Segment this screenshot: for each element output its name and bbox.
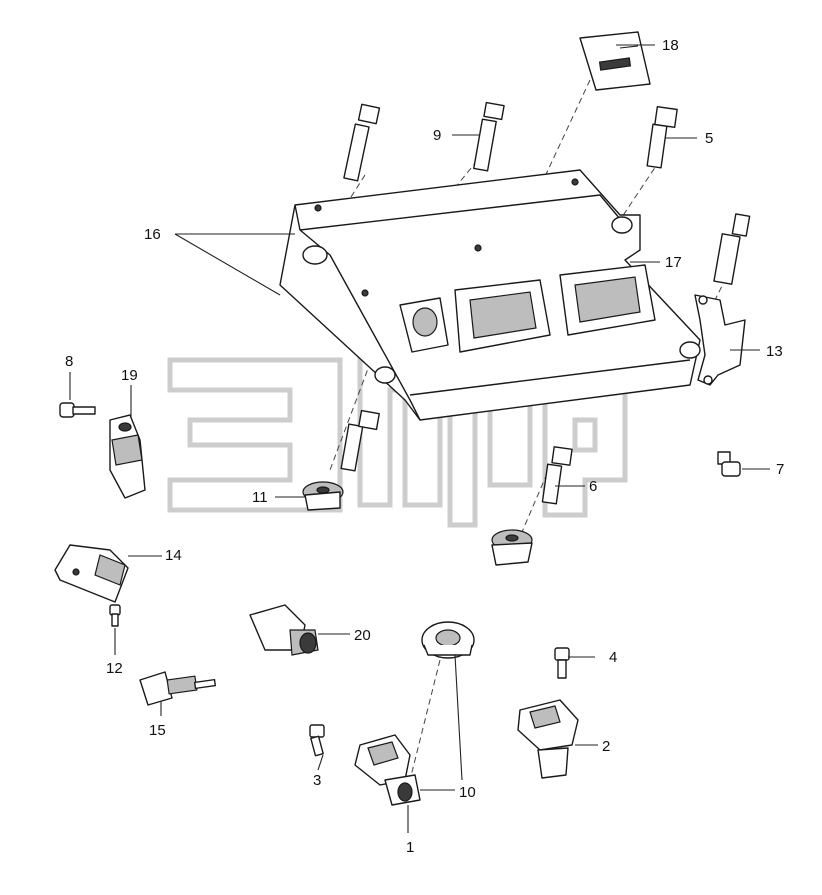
callout-4: 4 [609, 649, 617, 666]
callout-16: 16 [144, 226, 161, 243]
callout-12: 12 [106, 660, 123, 677]
callout-11: 11 [252, 489, 268, 506]
part-2-sensor [517, 699, 579, 779]
part-6-grommet [491, 529, 533, 566]
part-9-bolt [473, 101, 505, 172]
callout-5: 5 [705, 130, 713, 147]
part-11-bolt [340, 409, 380, 472]
part-18-label-plate [579, 31, 651, 91]
callout-6: 6 [589, 478, 597, 495]
callout-17: 17 [665, 254, 682, 271]
leader-lines [69, 44, 770, 833]
callout-19: 19 [121, 367, 138, 384]
callout-10: 10 [459, 784, 476, 801]
part-20-sensor [249, 604, 319, 656]
part-19-sensor [109, 414, 146, 499]
part-3-screw [309, 724, 325, 757]
part-4-screw [554, 647, 570, 679]
part-17-connector-sockets [399, 264, 656, 353]
callout-14: 14 [165, 547, 182, 564]
callout-15: 15 [149, 722, 166, 739]
callout-13: 13 [766, 343, 783, 360]
part-8-bolt [59, 402, 96, 418]
part-12-screw [109, 604, 121, 627]
part-6-bolt [541, 446, 573, 505]
callout-2: 2 [602, 738, 610, 755]
callout-7: 7 [776, 461, 784, 478]
callout-18: 18 [662, 37, 679, 54]
callout-3: 3 [313, 772, 321, 789]
part-13-bracket [694, 294, 746, 386]
callout-labels: 1 2 3 4 5 6 7 8 9 10 11 12 13 14 15 16 1… [65, 37, 784, 856]
callout-20: 20 [354, 627, 371, 644]
part-10-grommet [421, 621, 475, 659]
part-11-grommet [302, 481, 344, 511]
part-15-sensor [139, 671, 217, 706]
part-7-bolt [717, 451, 741, 477]
part-1-sensor [354, 734, 421, 806]
part-13-stud [713, 213, 751, 285]
part-14-sensor [54, 544, 129, 603]
callout-9: 9 [433, 127, 441, 144]
callout-8: 8 [65, 353, 73, 370]
part-5-bolt [646, 105, 678, 169]
part-9-bolt-b [343, 103, 381, 182]
callout-1: 1 [406, 839, 414, 856]
